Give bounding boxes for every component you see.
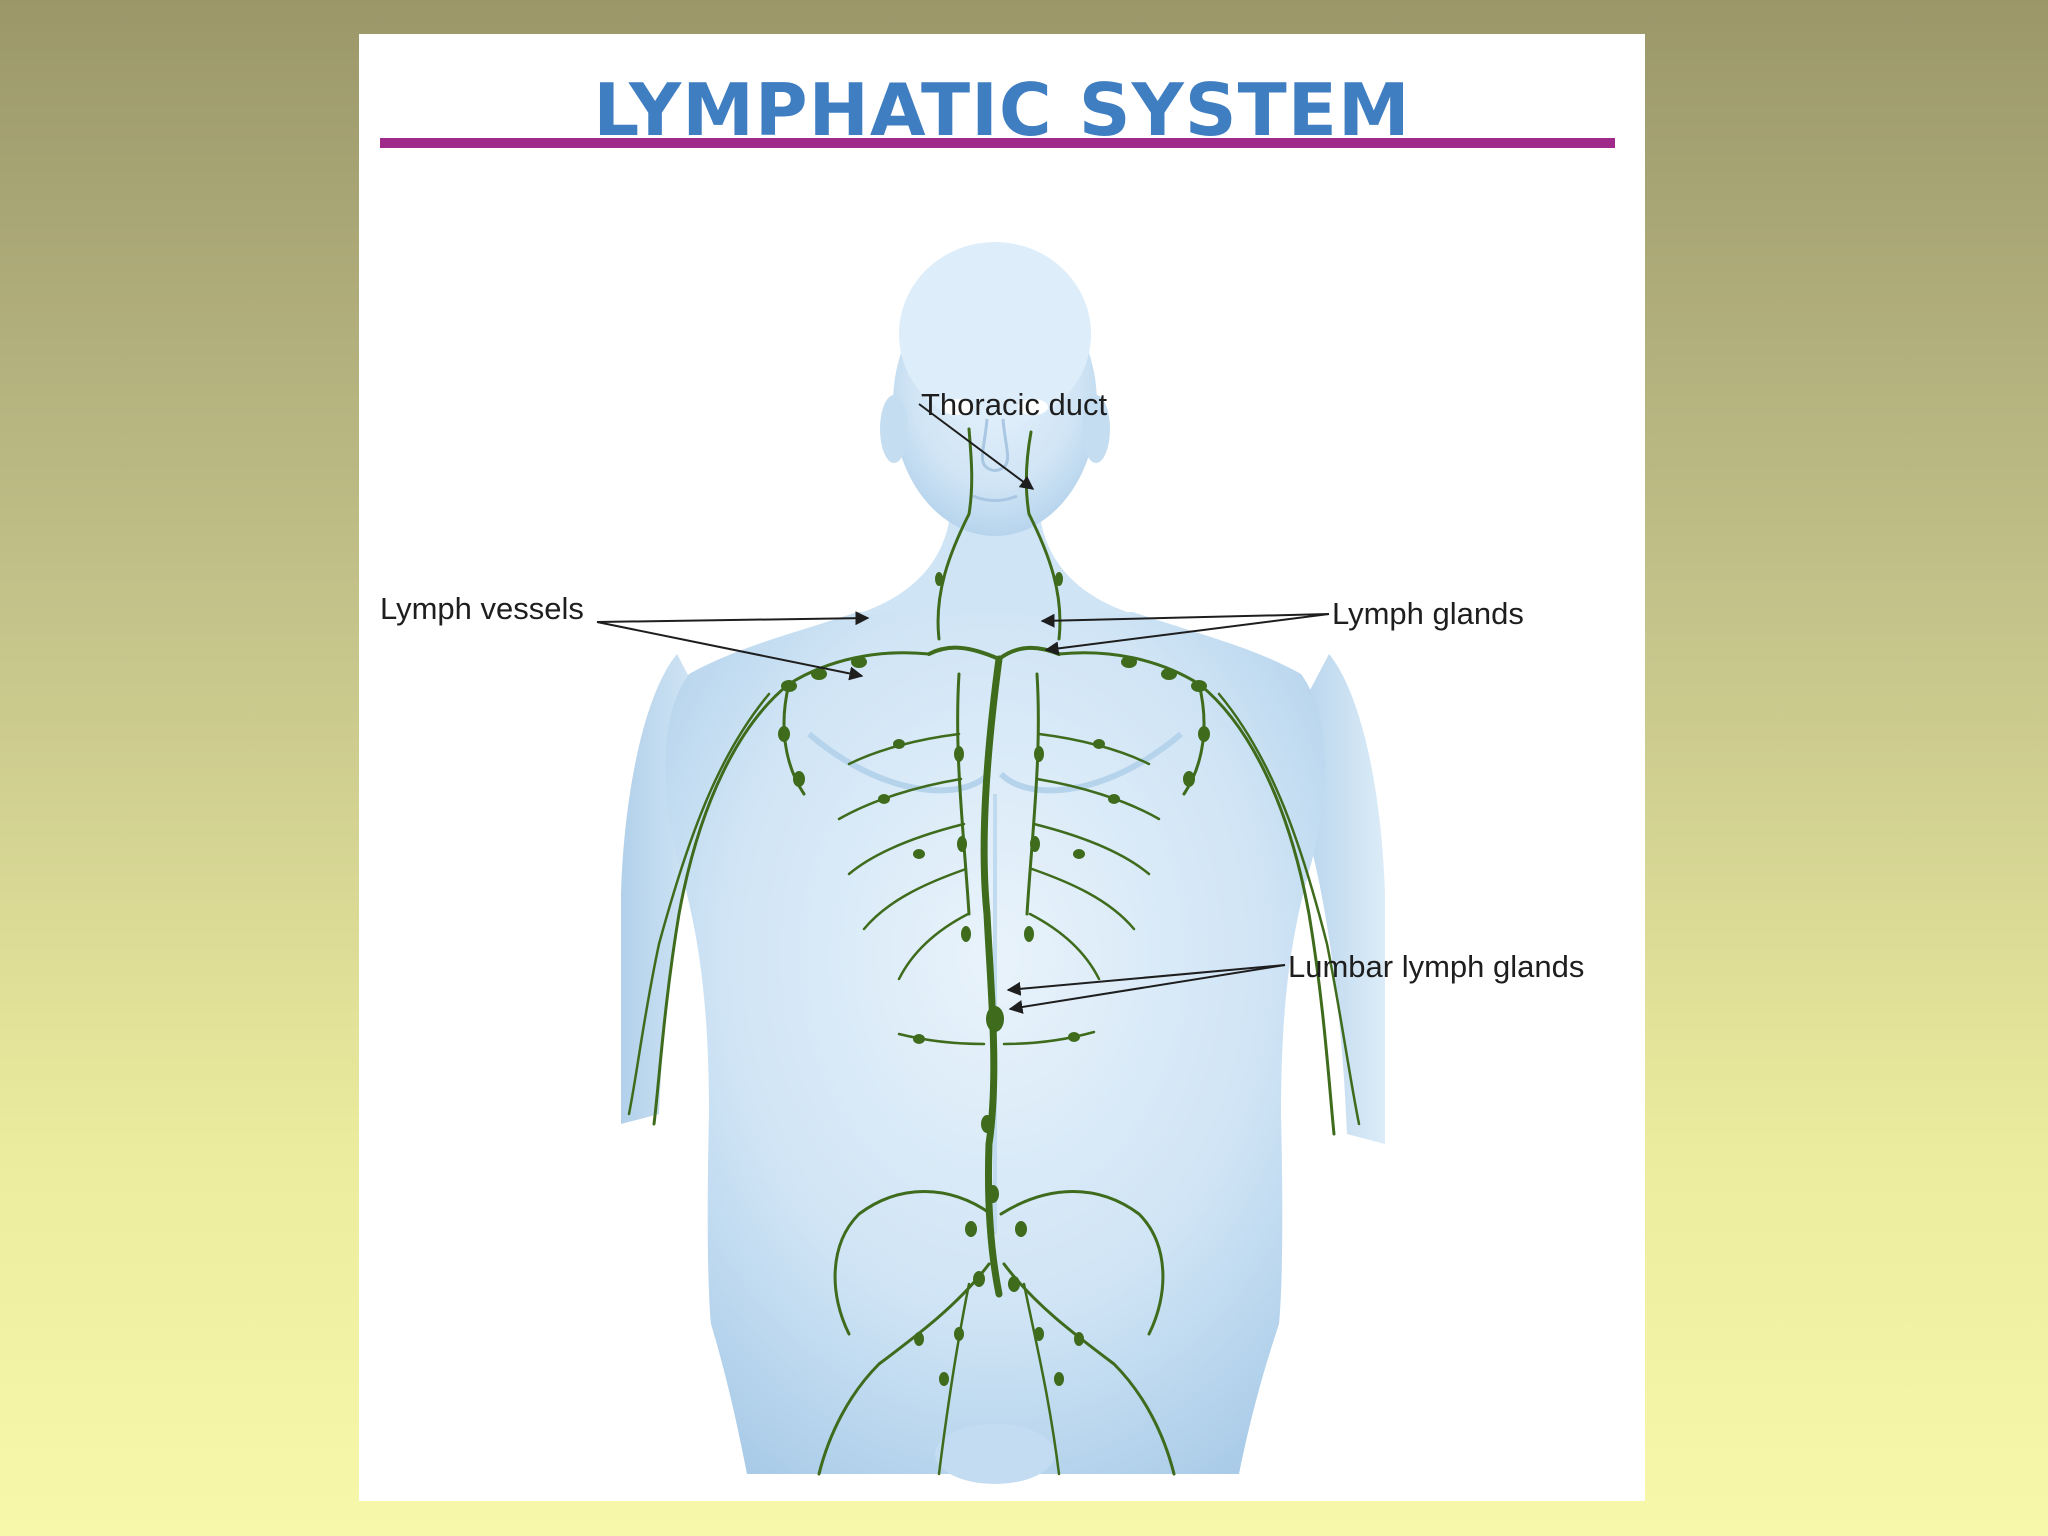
leader-lines [596, 403, 1330, 1014]
lymph-glands-leader-1 [1040, 613, 1330, 628]
lymph-vessels-label: Lymph vessels [380, 591, 584, 626]
title-divider [380, 138, 1615, 148]
lumbar-glands-leader-1 [1006, 964, 1286, 996]
lymph-glands-label: Lymph glands [1332, 596, 1524, 631]
body-silhouette [621, 242, 1385, 1484]
lumbar-glands-leader-2 [1008, 964, 1286, 1014]
lumbar-lymph-glands-label: Lumbar lymph glands [1288, 949, 1585, 984]
thoracic-duct-label: Thoracic duct [921, 387, 1108, 422]
lymph-vessels-leader-2 [596, 621, 864, 681]
lymphatic-body-illustration [596, 242, 1385, 1484]
diagram-panel: LYMPHATIC SYSTEM [359, 34, 1645, 1501]
lymph-nodes [778, 572, 1210, 1386]
page-title: LYMPHATIC SYSTEM [593, 68, 1411, 152]
lymph-vessels-leader-1 [596, 611, 870, 626]
thoracic-duct-leader [918, 403, 1035, 490]
lymph-glands-leader-2 [1044, 613, 1330, 656]
